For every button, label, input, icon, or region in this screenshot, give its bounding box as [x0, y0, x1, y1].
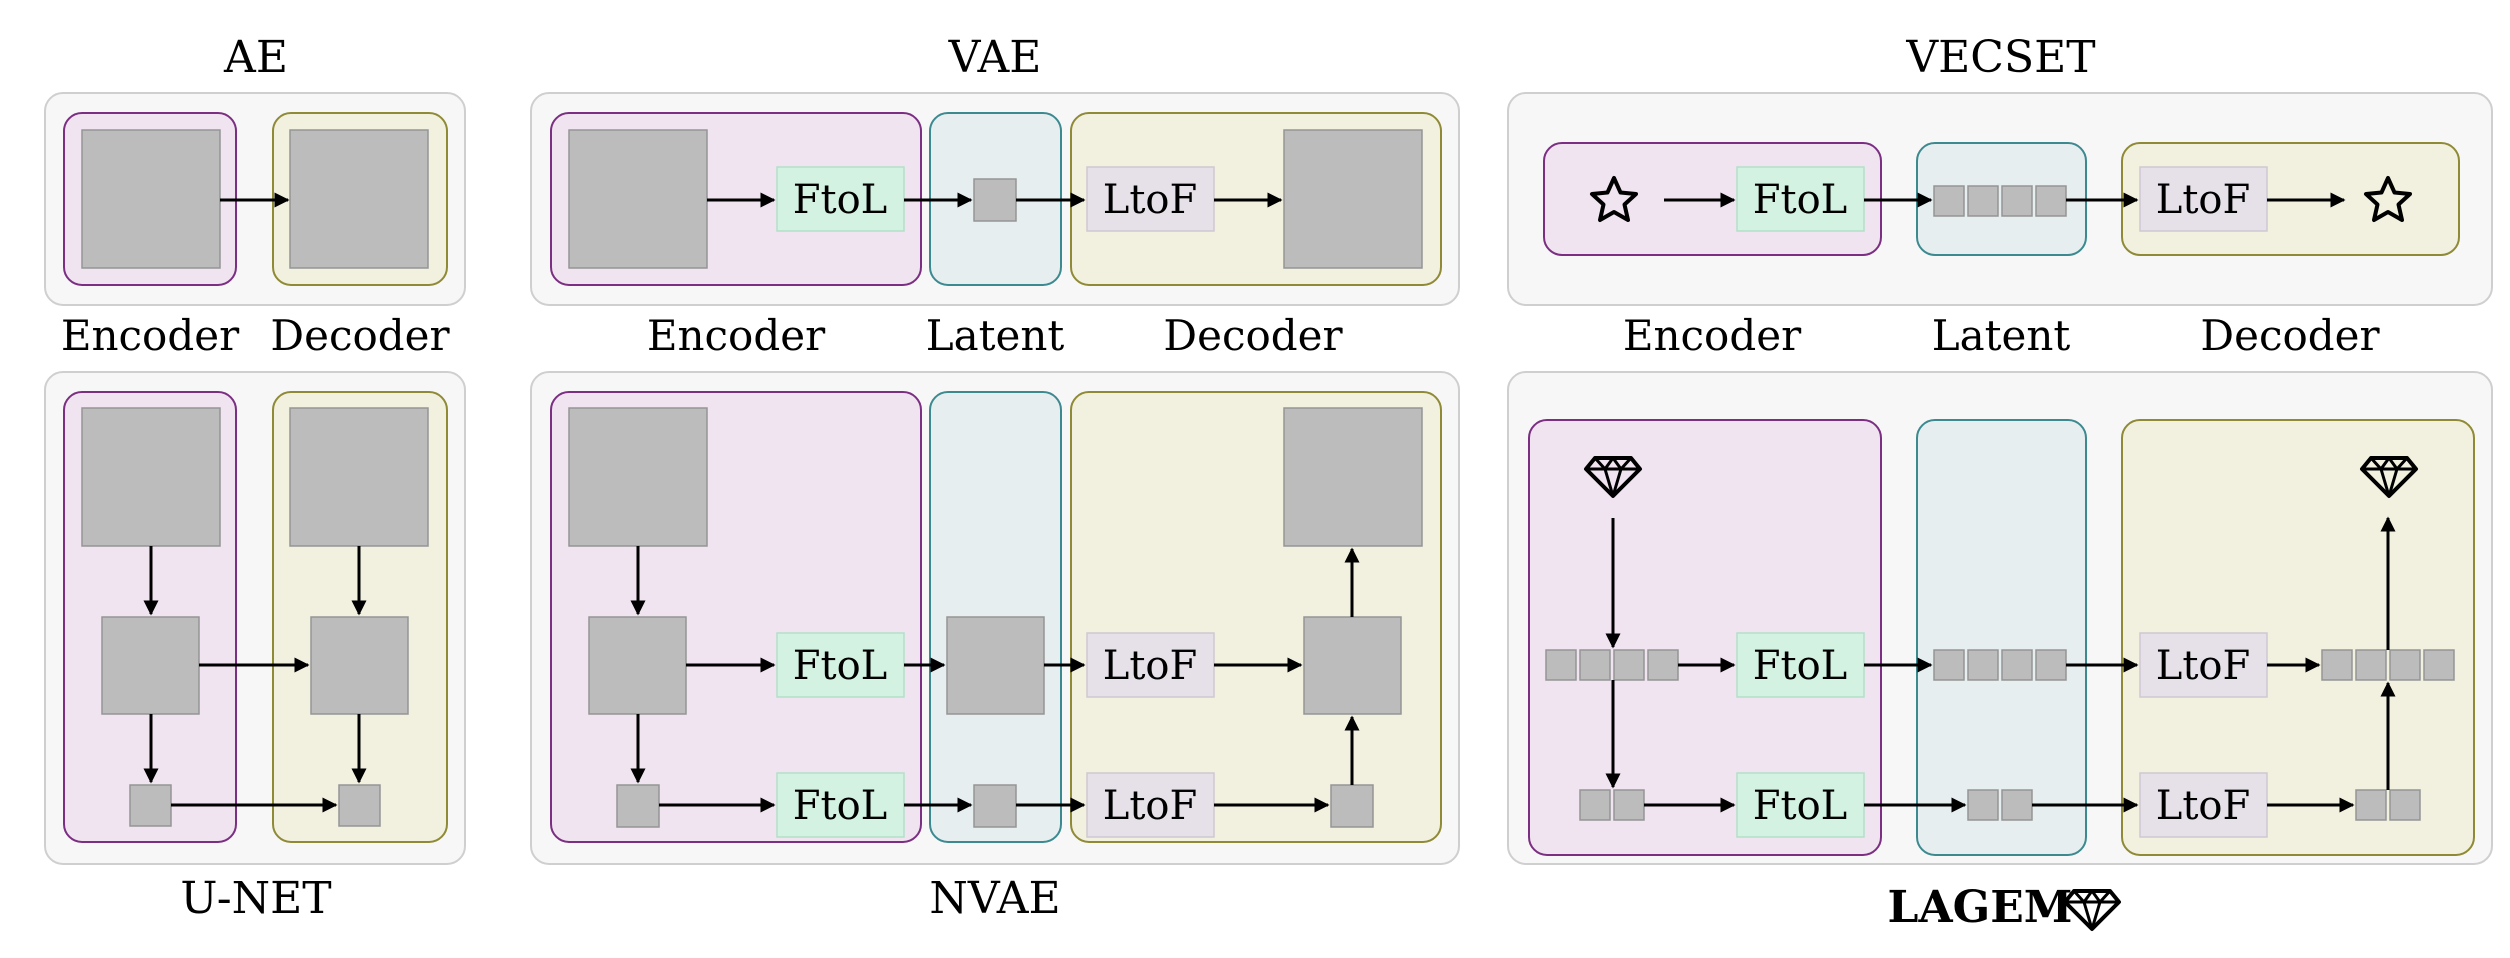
lagem-ftol-label: FtoL [1753, 783, 1847, 829]
lagem-ftol-block [1736, 772, 1865, 838]
lagem-dec-token [2321, 649, 2353, 681]
lagem-enc-token [1545, 649, 1577, 681]
nvae-ltof-block [1086, 632, 1215, 698]
nvae-dec-level3 [1330, 784, 1374, 828]
nvae-input-feature [568, 407, 708, 547]
nvae-ltof-label: LtoF [1103, 783, 1197, 829]
vecset-latent-token [1933, 185, 1965, 217]
gem-icon [2063, 889, 2121, 931]
vecset-ftol-label: FtoL [1753, 177, 1847, 223]
unet-diagram: U-NET [44, 371, 466, 924]
nvae-ftol-block [776, 772, 905, 838]
lagem-ftol-block [1736, 632, 1865, 698]
unet-enc-level2 [101, 616, 200, 715]
ae-title: AE [223, 32, 288, 83]
lagem-dec-token [2423, 649, 2455, 681]
lagem-latent-token [1967, 789, 1999, 821]
lagem-ftol-label: FtoL [1753, 643, 1847, 689]
lagem-latent-region [1916, 419, 2087, 856]
nvae-ftol-label: FtoL [793, 643, 887, 689]
vae-ltof-label: LtoF [1103, 177, 1197, 223]
vecset-latent-token [2035, 185, 2067, 217]
nvae-dec-level2 [1303, 616, 1402, 715]
lagem-enc-token [1579, 649, 1611, 681]
vae-title: VAE [948, 32, 1042, 83]
ae-decoder-label: Decoder [270, 311, 450, 360]
vecset-diagram: VECSET FtoL LtoF Encoder Latent Decoder [1507, 32, 2493, 360]
vecset-encoder-label: Encoder [1623, 311, 1802, 360]
nvae-latent-level2 [946, 616, 1045, 715]
unet-enc-level1 [81, 407, 221, 547]
vecset-decoder-label: Decoder [2200, 311, 2380, 360]
nvae-ftol-label: FtoL [793, 783, 887, 829]
lagem-latent-token [2035, 649, 2067, 681]
nvae-enc-level2 [588, 616, 687, 715]
lagem-ltof-block [2139, 632, 2268, 698]
nvae-latent-level3 [973, 784, 1017, 828]
ae-output-feature [289, 129, 429, 269]
lagem-latent-token [2001, 789, 2033, 821]
nvae-ftol-block [776, 632, 905, 698]
vecset-title: VECSET [1905, 32, 2095, 83]
lagem-dec-token [2389, 649, 2421, 681]
lagem-ltof-label: LtoF [2156, 783, 2250, 829]
unet-dec-level3 [338, 784, 381, 827]
vae-diagram: VAE FtoL LtoF Encoder Latent Decoder [530, 32, 1460, 360]
nvae-ltof-label: LtoF [1103, 643, 1197, 689]
nvae-enc-level3 [616, 784, 660, 828]
vae-latent-token [973, 178, 1017, 222]
vae-output-feature [1283, 129, 1423, 269]
vecset-latent-token [2001, 185, 2033, 217]
vae-ftol-block [776, 166, 905, 232]
vae-encoder-label: Encoder [647, 311, 826, 360]
vecset-latent-token [1967, 185, 1999, 217]
lagem-dec-token [2355, 789, 2387, 821]
vae-decoder-label: Decoder [1163, 311, 1343, 360]
lagem-enc-token [1613, 789, 1645, 821]
ae-diagram: AE Encoder Decoder [44, 32, 466, 360]
lagem-dec-token [2389, 789, 2421, 821]
lagem-latent-token [2001, 649, 2033, 681]
lagem-ltof-block [2139, 772, 2268, 838]
lagem-enc-token [1579, 789, 1611, 821]
lagem-diagram: FtoL FtoL LtoF LtoF LAGEM [1507, 371, 2493, 933]
lagem-dec-token [2355, 649, 2387, 681]
lagem-enc-token [1647, 649, 1679, 681]
vae-input-feature [568, 129, 708, 269]
lagem-enc-token [1613, 649, 1645, 681]
lagem-ltof-label: LtoF [2156, 643, 2250, 689]
lagem-title: LAGEM [1888, 882, 2073, 933]
lagem-latent-token [1933, 649, 1965, 681]
lagem-encoder-region [1528, 419, 1882, 856]
nvae-ltof-block [1086, 772, 1215, 838]
unet-title: U-NET [180, 873, 331, 924]
vecset-ftol-block [1736, 166, 1865, 232]
vecset-latent-label: Latent [1932, 311, 2071, 360]
lagem-latent-token [1967, 649, 1999, 681]
nvae-title: NVAE [929, 873, 1060, 924]
unet-dec-level2 [310, 616, 409, 715]
nvae-output-feature [1283, 407, 1423, 547]
vae-ftol-label: FtoL [793, 177, 887, 223]
unet-dec-level1 [289, 407, 429, 547]
vecset-ltof-label: LtoF [2156, 177, 2250, 223]
nvae-diagram: FtoL FtoL LtoF LtoF NVAE [530, 371, 1460, 924]
unet-enc-level3 [129, 784, 172, 827]
vae-latent-label: Latent [926, 311, 1065, 360]
ae-encoder-label: Encoder [61, 311, 240, 360]
ae-input-feature [81, 129, 221, 269]
